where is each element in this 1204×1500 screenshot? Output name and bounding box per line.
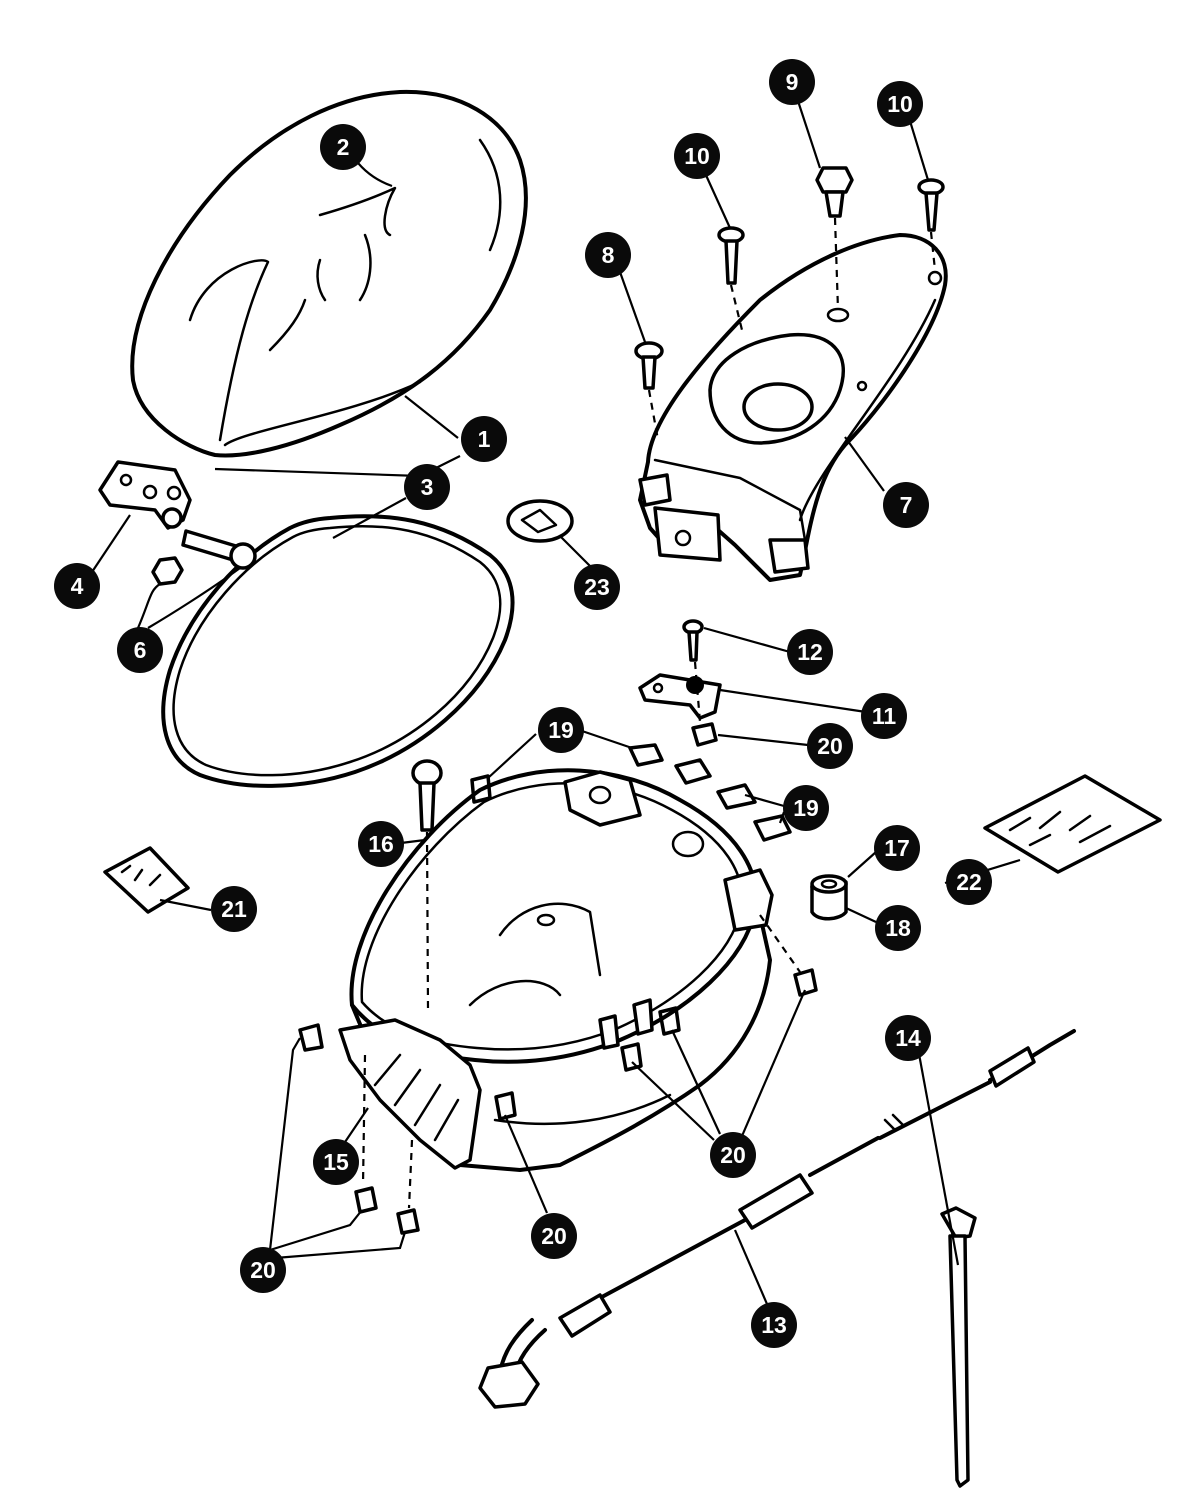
svg-text:9: 9 bbox=[786, 69, 799, 95]
callout-15: 15 bbox=[313, 1139, 359, 1185]
decal-badge bbox=[506, 499, 574, 543]
callout-7: 7 bbox=[883, 482, 929, 528]
svg-text:17: 17 bbox=[884, 835, 910, 861]
svg-text:12: 12 bbox=[797, 639, 823, 665]
callout-19-right: 19 bbox=[783, 785, 829, 831]
dash-box-right bbox=[759, 914, 801, 973]
svg-text:1: 1 bbox=[478, 426, 491, 452]
callout-11: 11 bbox=[861, 693, 907, 739]
callout-2: 2 bbox=[320, 124, 366, 170]
callout-21: 21 bbox=[211, 886, 257, 932]
callout-20-right: 20 bbox=[710, 1132, 756, 1178]
svg-text:15: 15 bbox=[323, 1149, 349, 1175]
label-sticker bbox=[103, 846, 190, 914]
callout-20-lower-left: 20 bbox=[240, 1247, 286, 1293]
callout-4: 4 bbox=[54, 563, 100, 609]
svg-text:10: 10 bbox=[684, 143, 710, 169]
svg-text:10: 10 bbox=[887, 91, 913, 117]
svg-text:16: 16 bbox=[368, 831, 394, 857]
callout-9: 9 bbox=[769, 59, 815, 105]
svg-text:18: 18 bbox=[885, 915, 911, 941]
svg-text:7: 7 bbox=[900, 492, 913, 518]
dash-box-left bbox=[361, 1054, 367, 1186]
dash-box-mid bbox=[407, 1139, 414, 1209]
svg-text:3: 3 bbox=[421, 474, 434, 500]
callout-16: 16 bbox=[358, 821, 404, 867]
callout-18: 18 bbox=[875, 905, 921, 951]
dash-latch bbox=[693, 661, 702, 723]
svg-text:20: 20 bbox=[250, 1257, 276, 1283]
cable-tie bbox=[940, 1206, 977, 1488]
callout-20-latch: 20 bbox=[807, 723, 853, 769]
svg-text:11: 11 bbox=[872, 703, 897, 729]
callout-14: 14 bbox=[885, 1015, 931, 1061]
callout-22: 22 bbox=[946, 859, 992, 905]
svg-text:6: 6 bbox=[134, 637, 147, 663]
svg-text:2: 2 bbox=[337, 134, 350, 160]
hinge-bracket bbox=[98, 460, 192, 530]
seat-seal bbox=[161, 514, 515, 788]
leader-lines bbox=[91, 100, 1021, 1305]
callout-1: 1 bbox=[461, 416, 507, 462]
svg-text:19: 19 bbox=[548, 717, 574, 743]
svg-text:20: 20 bbox=[720, 1142, 746, 1168]
callout-10-left: 10 bbox=[674, 133, 720, 179]
callout-23: 23 bbox=[574, 564, 620, 610]
svg-text:23: 23 bbox=[584, 574, 610, 600]
svg-text:8: 8 bbox=[602, 242, 615, 268]
top-cover bbox=[638, 233, 948, 582]
callout-17: 17 bbox=[874, 825, 920, 871]
callout-8: 8 bbox=[585, 232, 631, 278]
latch-assembly bbox=[638, 619, 722, 747]
svg-text:14: 14 bbox=[895, 1025, 921, 1051]
callout-20-front: 20 bbox=[531, 1213, 577, 1259]
storage-box bbox=[338, 768, 774, 1172]
svg-text:21: 21 bbox=[221, 896, 247, 922]
callout-10-right: 10 bbox=[877, 81, 923, 127]
box-bolt bbox=[411, 759, 443, 1011]
rubber-pad bbox=[983, 774, 1162, 874]
seat bbox=[130, 89, 528, 458]
svg-text:20: 20 bbox=[817, 733, 843, 759]
release-cable bbox=[478, 1029, 1076, 1409]
svg-text:13: 13 bbox=[761, 1312, 787, 1338]
svg-text:19: 19 bbox=[793, 795, 819, 821]
hinge-bolt-and-nut bbox=[151, 529, 257, 586]
callout-6: 6 bbox=[117, 627, 163, 673]
callout-13: 13 bbox=[751, 1302, 797, 1348]
callout-3: 3 bbox=[404, 464, 450, 510]
svg-text:22: 22 bbox=[956, 869, 982, 895]
callout-12: 12 bbox=[787, 629, 833, 675]
cover-screws bbox=[634, 166, 945, 441]
svg-text:4: 4 bbox=[71, 573, 84, 599]
svg-text:20: 20 bbox=[541, 1223, 567, 1249]
drain-plug bbox=[810, 874, 848, 921]
callout-19-top: 19 bbox=[538, 707, 584, 753]
